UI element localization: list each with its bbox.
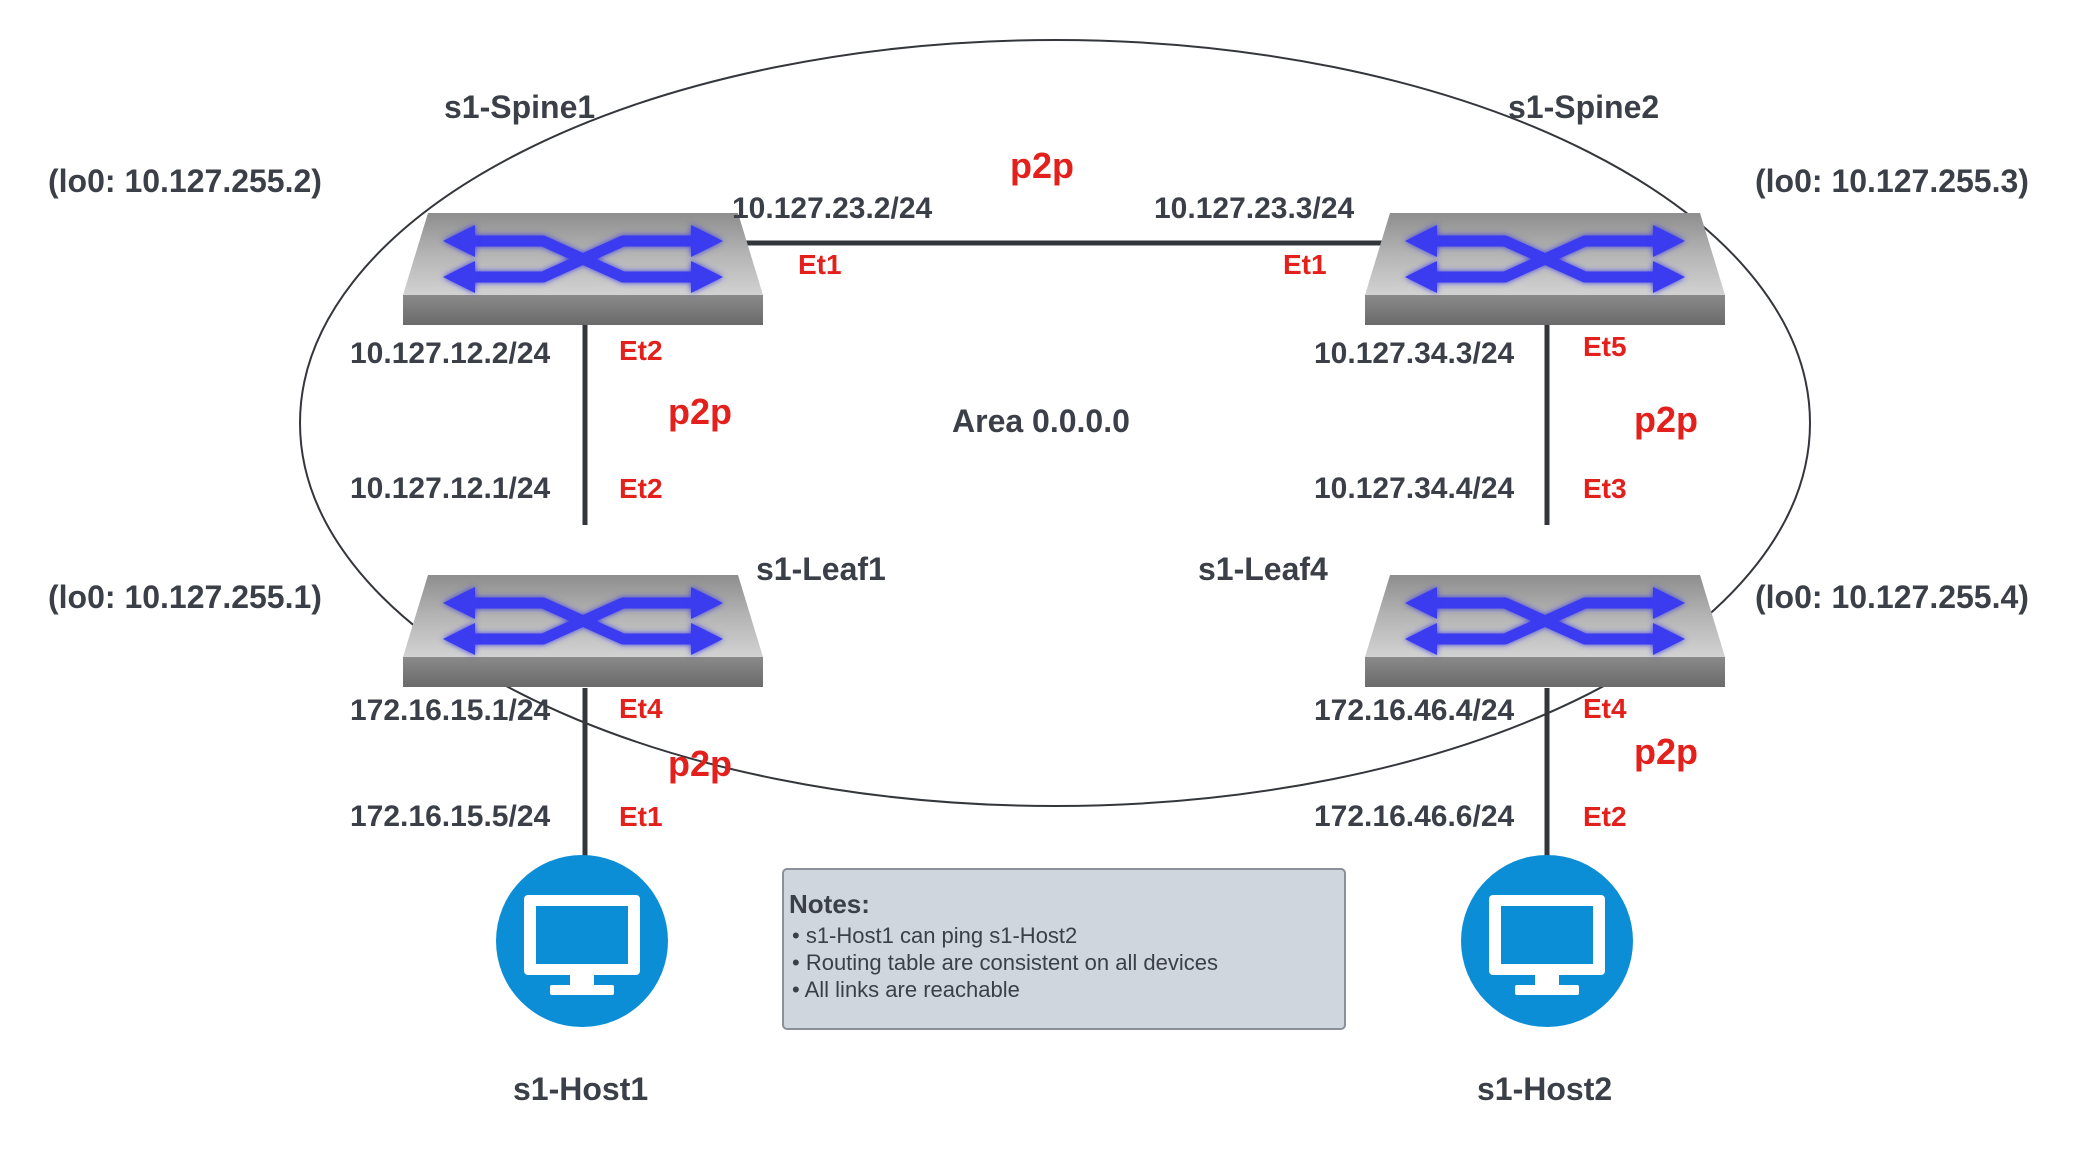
host1-et1-ip: 172.16.15.5/24	[350, 800, 551, 833]
spine1-et1-interface: Et1	[798, 249, 842, 280]
spine2-et1-ip: 10.127.23.3/24	[1154, 192, 1355, 225]
host2-computer-icon[interactable]	[1461, 855, 1633, 1027]
leaf4-et3-interface: Et3	[1583, 473, 1627, 504]
leaf4-switch-icon[interactable]	[1365, 575, 1725, 687]
host1-name: s1-Host1	[513, 1071, 648, 1107]
spine2-name: s1-Spine2	[1508, 89, 1659, 125]
spine2-loopback: (lo0: 10.127.255.3)	[1755, 163, 2029, 199]
host1-et1-interface: Et1	[619, 801, 663, 832]
link-spine1-leaf1-type: p2p	[668, 391, 732, 432]
spine1-name: s1-Spine1	[444, 89, 595, 125]
links	[582, 240, 1550, 860]
leaf1-name: s1-Leaf1	[756, 551, 886, 587]
link-spine1-spine2-type: p2p	[1010, 145, 1074, 186]
spine1-switch-icon[interactable]	[403, 213, 763, 325]
leaf1-switch-icon[interactable]	[403, 575, 763, 687]
leaf4-et4-ip: 172.16.46.4/24	[1314, 694, 1515, 727]
leaf1-et2-interface: Et2	[619, 473, 663, 504]
link-leaf4-host2-type: p2p	[1634, 731, 1698, 772]
spine1-loopback: (lo0: 10.127.255.2)	[48, 163, 322, 199]
leaf1-et4-interface: Et4	[619, 693, 663, 724]
link-leaf1-host1-type: p2p	[668, 743, 732, 784]
spine2-switch-icon[interactable]	[1365, 213, 1725, 325]
notes-box: Notes: • s1-Host1 can ping s1-Host2 • Ro…	[782, 868, 1346, 1030]
leaf4-et4-interface: Et4	[1583, 693, 1627, 724]
notes-item: • s1-Host1 can ping s1-Host2	[792, 923, 1077, 948]
area-label: Area 0.0.0.0	[952, 403, 1130, 439]
notes-item: • All links are reachable	[792, 977, 1020, 1002]
spine2-et5-interface: Et5	[1583, 331, 1627, 362]
host1-computer-icon[interactable]	[496, 855, 668, 1027]
host2-et2-interface: Et2	[1583, 801, 1627, 832]
spine2-et1-interface: Et1	[1283, 249, 1327, 280]
spine1-et1-ip: 10.127.23.2/24	[732, 192, 933, 225]
spine1-et2-interface: Et2	[619, 335, 663, 366]
link-spine2-leaf4-type: p2p	[1634, 399, 1698, 440]
leaf4-name: s1-Leaf4	[1198, 551, 1328, 587]
leaf4-et3-ip: 10.127.34.4/24	[1314, 472, 1515, 505]
notes-title: Notes:	[789, 889, 870, 919]
spine2-et5-ip: 10.127.34.3/24	[1314, 337, 1515, 370]
spine1-et2-ip: 10.127.12.2/24	[350, 337, 551, 370]
leaf4-loopback: (lo0: 10.127.255.4)	[1755, 579, 2029, 615]
host2-name: s1-Host2	[1477, 1071, 1612, 1107]
ospf-area-ellipse	[299, 39, 1811, 807]
leaf1-et2-ip: 10.127.12.1/24	[350, 472, 551, 505]
host2-et2-ip: 172.16.46.6/24	[1314, 800, 1515, 833]
notes-item: • Routing table are consistent on all de…	[792, 950, 1218, 975]
leaf1-loopback: (lo0: 10.127.255.1)	[48, 579, 322, 615]
leaf1-et4-ip: 172.16.15.1/24	[350, 694, 551, 727]
